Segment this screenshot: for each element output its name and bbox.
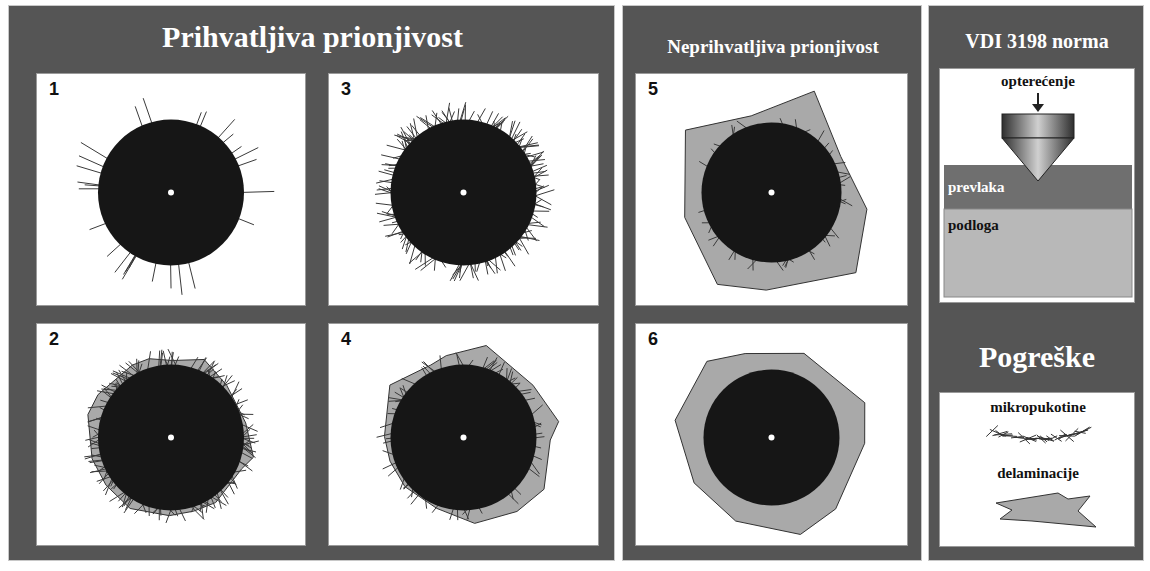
indent-centre: [168, 190, 174, 196]
delamination-area: [88, 359, 254, 516]
illustration: [636, 74, 907, 305]
indent-centre: [769, 435, 775, 441]
microcracks: [84, 349, 259, 523]
callout-number: 3: [341, 78, 381, 100]
indent-crater: [391, 365, 537, 511]
indent-crater: [391, 120, 537, 266]
panel-band: 5 6 Neprihvatljiva prionjivost: [622, 5, 922, 561]
indent-crater: [704, 370, 840, 506]
illustration-box: mikropukotine delaminacije: [939, 392, 1135, 547]
indent-centre: [461, 190, 467, 196]
delamination-sample: [996, 493, 1096, 527]
test-imprint-box: 5: [635, 73, 908, 306]
panel-band: mikropukotine delaminacije Pogreške: [928, 310, 1144, 561]
test-imprint-box: 6: [635, 323, 908, 546]
test-imprint-box: 1: [36, 73, 306, 306]
defect-label: mikropukotine: [940, 397, 1136, 417]
callout-number: 4: [341, 328, 381, 350]
callout-number: 5: [648, 78, 688, 100]
illustration: [329, 74, 598, 305]
indent-centre: [769, 190, 775, 196]
illustration-box: opterećenje prevlaka podloga: [939, 68, 1135, 303]
microcracks: [375, 102, 554, 281]
indenter-tip: [1002, 138, 1074, 181]
load-label: opterećenje: [940, 71, 1136, 91]
indenter-body: [1002, 114, 1074, 138]
test-imprint-box: 4: [328, 323, 599, 546]
load-arrow: [1037, 93, 1039, 105]
load-arrowhead: [1032, 104, 1044, 112]
callout-number: 1: [49, 78, 89, 100]
illustration: [37, 74, 305, 305]
panel-band: opterećenje prevlaka podloga VDI 3198 norma: [928, 5, 1144, 310]
delamination-area: [685, 91, 867, 290]
panel-heading: Neprihvatljiva prionjivost: [623, 34, 923, 60]
panel-heading: VDI 3198 norma: [929, 28, 1145, 54]
illustration: [636, 324, 907, 545]
microcracks: [77, 98, 275, 295]
illustration: [329, 324, 598, 545]
panel-heading: Pogreške: [929, 338, 1145, 376]
layer-label: prevlaka: [948, 177, 1028, 197]
panel-band: 1 3 2 4 Prihvatljiva prionjivost: [8, 5, 615, 561]
illustration: [37, 324, 305, 545]
layer-label: podloga: [948, 215, 1028, 235]
delamination-area: [384, 346, 558, 524]
microcracks: [698, 118, 852, 270]
defect-label: delaminacije: [940, 463, 1136, 483]
indent-crater: [98, 120, 244, 266]
test-imprint-box: 3: [328, 73, 599, 306]
test-imprint-box: 2: [36, 323, 306, 546]
indent-centre: [168, 435, 174, 441]
delamination-area: [675, 353, 865, 534]
panel-heading: Prihvatljiva prionjivost: [9, 18, 616, 56]
microcrack-sample: [986, 425, 1091, 443]
indent-crater: [702, 123, 842, 263]
callout-number: 6: [648, 328, 688, 350]
substrate: [944, 209, 1132, 297]
indent-centre: [461, 435, 467, 441]
indent-crater: [98, 365, 244, 511]
callout-number: 2: [49, 328, 89, 350]
microcracks: [377, 353, 545, 521]
